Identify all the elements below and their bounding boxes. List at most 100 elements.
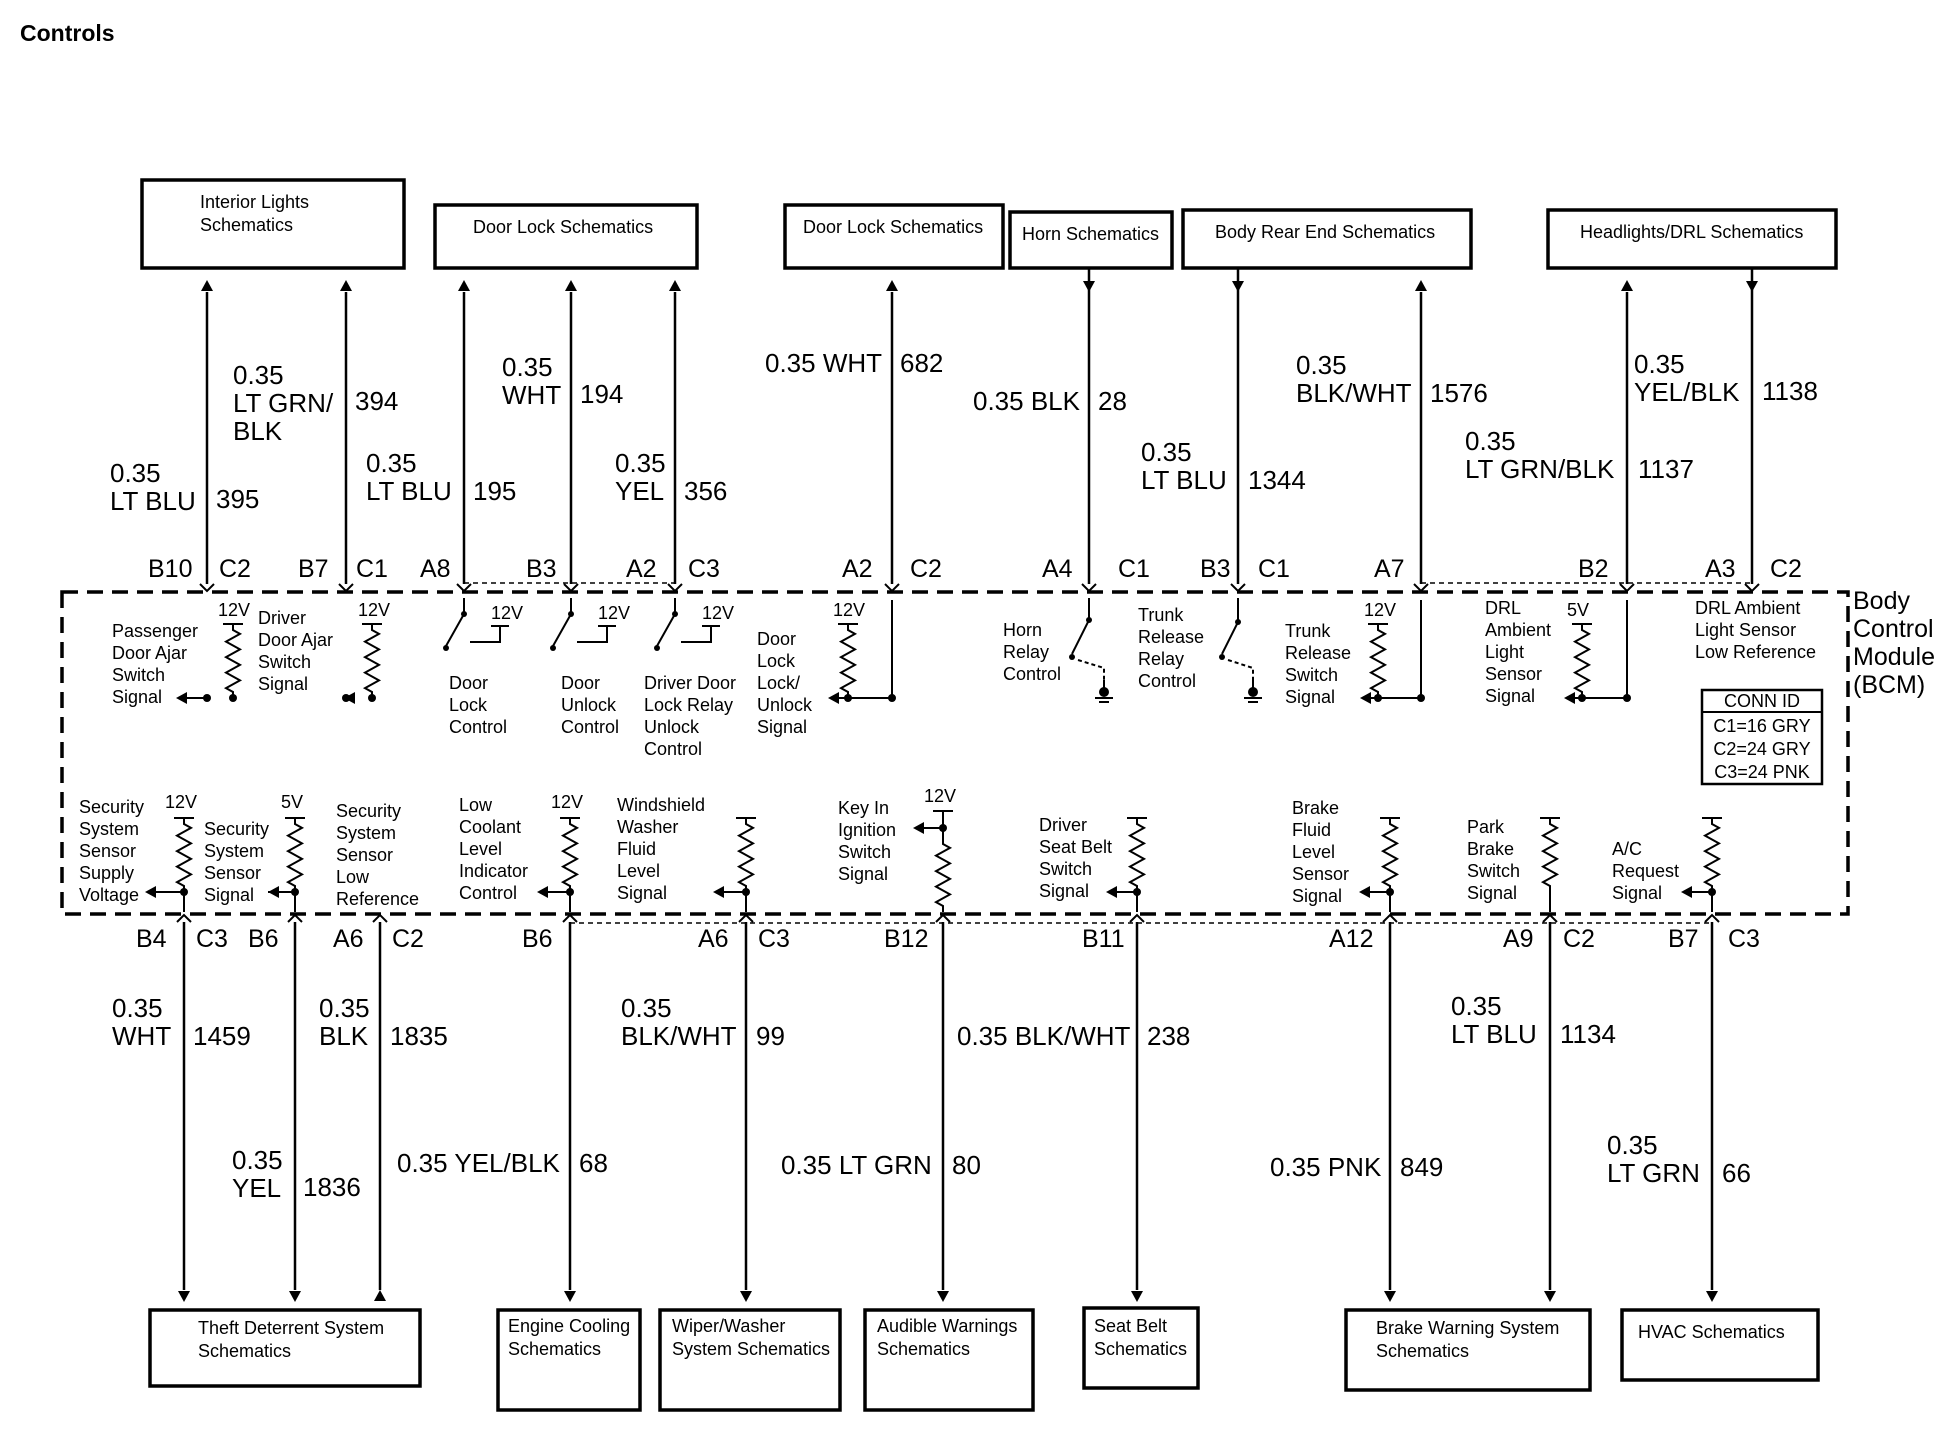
wire-label: LT GRN/ xyxy=(233,388,334,418)
signal-arrow-down xyxy=(740,1291,752,1302)
top-destination-box xyxy=(1181,208,1473,270)
signal-label: Lock Relay xyxy=(644,695,733,715)
signal-label: Switch xyxy=(1467,861,1520,881)
pin-label: B12 xyxy=(884,925,928,953)
wire-label: 0.35 BLK xyxy=(973,386,1081,416)
signal-label: Door Ajar xyxy=(112,643,187,663)
wire-label: 0.35 xyxy=(615,448,666,478)
connector-label: C2 xyxy=(219,555,251,583)
circuit-number: 28 xyxy=(1098,386,1127,416)
top-destination-box xyxy=(140,178,406,270)
junction-dot xyxy=(291,888,299,896)
signal-label: Supply xyxy=(79,863,134,883)
wire-label: 0.35 YEL/BLK xyxy=(397,1148,561,1178)
signal-label: Door xyxy=(561,673,600,693)
pull-up-resistor xyxy=(1540,818,1560,892)
signal-label: Door xyxy=(757,629,796,649)
connector-chevron xyxy=(667,583,683,593)
wire-label: BLK/WHT xyxy=(1296,378,1412,408)
connector-chevron xyxy=(1413,583,1429,593)
wire-label: 0.35 xyxy=(1451,991,1502,1021)
signal-arrow-left xyxy=(828,692,839,704)
circuit-number: 1576 xyxy=(1430,378,1488,408)
junction-dot xyxy=(443,645,449,651)
connector-chevron xyxy=(1619,583,1635,593)
signal-arrow-left xyxy=(1106,886,1117,898)
circuit-number: 194 xyxy=(580,379,623,409)
circuit-number: 356 xyxy=(684,476,727,506)
wire-label: 0.35 xyxy=(621,993,672,1023)
junction-dot xyxy=(1374,694,1382,702)
signal-label: Switch xyxy=(838,842,891,862)
connector-label: C2 xyxy=(392,925,424,953)
pin-label: A6 xyxy=(333,925,364,953)
circuit-number: 80 xyxy=(952,1150,981,1180)
junction-dot xyxy=(844,694,852,702)
junction-dot xyxy=(203,694,211,702)
signal-label: Seat Belt xyxy=(1039,837,1112,857)
signal-label: Sensor xyxy=(336,845,393,865)
circuit-number: 1137 xyxy=(1638,454,1694,484)
wire-label: 0.35 xyxy=(319,993,370,1023)
wire-label: YEL/BLK xyxy=(1634,377,1740,407)
module-label: (BCM) xyxy=(1853,671,1925,699)
conn-id-row: C3=24 PNK xyxy=(1714,762,1810,782)
circuit-number: 682 xyxy=(900,348,943,378)
signal-label: Trunk xyxy=(1285,621,1331,641)
circuit-number: 394 xyxy=(355,386,398,416)
bottom-destination-box xyxy=(1082,1306,1200,1390)
junction-dot xyxy=(1248,687,1258,697)
signal-label: Release xyxy=(1138,627,1204,647)
signal-label: Signal xyxy=(204,885,254,905)
signal-label: Unlock xyxy=(561,695,617,715)
circuit-number: 1459 xyxy=(193,1021,251,1051)
signal-arrow-left xyxy=(268,886,279,898)
module-label: Control xyxy=(1853,615,1934,643)
signal-label: Door Ajar xyxy=(258,630,333,650)
wire xyxy=(577,626,608,643)
circuit-number: 1134 xyxy=(1560,1019,1616,1049)
circuit-number: 1836 xyxy=(303,1172,361,1202)
wire xyxy=(681,626,712,643)
signal-label: Signal xyxy=(1292,886,1342,906)
wire-layer xyxy=(60,178,1850,1412)
signal-arrow-up xyxy=(565,280,577,291)
wire-label: BLK xyxy=(233,416,283,446)
signal-arrow-down xyxy=(564,1291,576,1302)
signal-label: Signal xyxy=(258,674,308,694)
pin-label: B10 xyxy=(148,555,192,583)
circuit-number: 1138 xyxy=(1762,376,1818,406)
pin-label: B7 xyxy=(1668,925,1699,953)
junction-dot xyxy=(229,694,237,702)
signal-arrow-left xyxy=(1360,692,1371,704)
signal-arrow-left xyxy=(176,692,187,704)
module-label: Module xyxy=(1853,643,1935,671)
signal-label: Security xyxy=(336,801,401,821)
wire-label: 0.35 xyxy=(233,360,284,390)
signal-arrow-left xyxy=(344,692,355,704)
signal-arrow-down xyxy=(289,1291,301,1302)
signal-label: Switch xyxy=(1039,859,1092,879)
circuit-number: 395 xyxy=(216,484,259,514)
signal-label: Level xyxy=(617,861,660,881)
pin-label: A3 xyxy=(1705,555,1736,583)
signal-label: Park xyxy=(1467,817,1505,837)
signal-label: Unlock xyxy=(757,695,813,715)
conn-id-row: C2=24 GRY xyxy=(1713,739,1810,759)
connector-chevron xyxy=(1744,583,1760,593)
signal-label: Relay xyxy=(1138,649,1184,669)
box-label: System Schematics xyxy=(672,1339,830,1359)
pull-up-resistor xyxy=(174,818,194,892)
wire-label: 0.35 xyxy=(1296,350,1347,380)
pin-label: B4 xyxy=(136,925,167,953)
pin-label: B3 xyxy=(1200,555,1231,583)
connector-chevron xyxy=(935,913,951,923)
junction-dot xyxy=(1708,888,1716,896)
signal-label: Driver xyxy=(258,608,306,628)
bottom-destination-box xyxy=(863,1308,1035,1412)
junction-dot xyxy=(368,694,376,702)
box-label: Schematics xyxy=(1094,1339,1187,1359)
pull-up-resistor xyxy=(838,624,858,698)
pin-label: B6 xyxy=(522,925,553,953)
wire-label: BLK/WHT xyxy=(621,1021,737,1051)
